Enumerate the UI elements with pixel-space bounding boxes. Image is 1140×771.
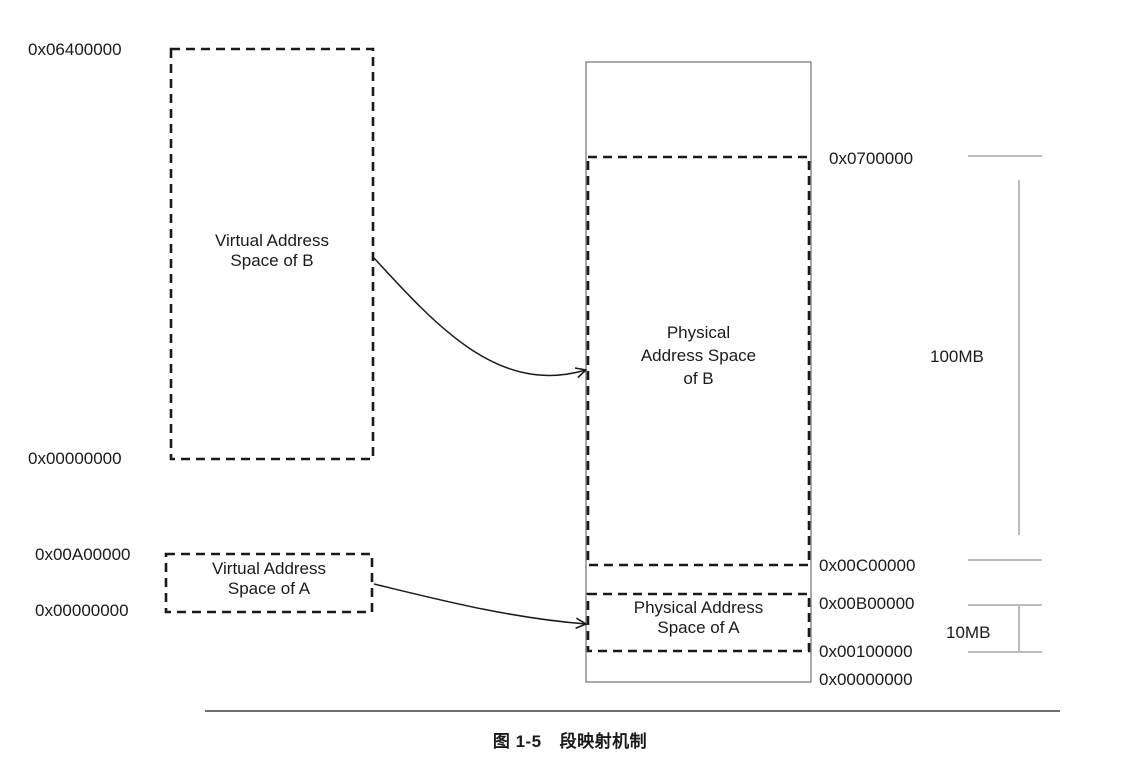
virtual-a-top-address: 0x00A00000 bbox=[35, 545, 131, 564]
virtual-space-a-label-line1: Virtual Address bbox=[211, 559, 327, 578]
physical-b-bottom-address: 0x00C00000 bbox=[819, 556, 916, 575]
size-label-a: 10MB bbox=[946, 623, 991, 642]
mapping-arrow-b bbox=[373, 257, 586, 375]
physical-a-top-address: 0x00B00000 bbox=[819, 594, 915, 613]
physical-memory-bottom-address: 0x00000000 bbox=[819, 670, 913, 689]
physical-b-top-address: 0x0700000 bbox=[829, 149, 914, 168]
physical-space-a-label-line2: Space of A bbox=[657, 618, 740, 637]
virtual-space-b-box bbox=[169, 47, 375, 461]
virtual-space-a-label: Virtual Address Space of A bbox=[166, 559, 372, 599]
physical-space-a-box bbox=[586, 592, 811, 653]
physical-space-a-label-line1: Physical Address bbox=[633, 598, 764, 617]
figure-caption: 图 1-5 段映射机制 bbox=[0, 727, 1140, 752]
physical-space-b-label-line1: Physical bbox=[666, 323, 731, 342]
virtual-space-b-label-line2: Space of B bbox=[230, 251, 314, 270]
virtual-space-a-box bbox=[164, 552, 374, 614]
virtual-b-bottom-address: 0x00000000 bbox=[28, 449, 122, 468]
virtual-space-b-label-line1: Virtual Address bbox=[214, 231, 330, 250]
physical-a-bottom-address: 0x00100000 bbox=[819, 642, 913, 661]
mapping-arrow-a bbox=[373, 583, 586, 624]
virtual-space-b-label: Virtual Address Space of B bbox=[171, 231, 373, 271]
physical-space-b-label: Physical Address Space of B bbox=[588, 321, 809, 390]
physical-space-b-label-line2: Address Space bbox=[640, 346, 757, 365]
virtual-space-a-label-line2: Space of A bbox=[227, 579, 311, 598]
physical-space-b-box bbox=[586, 155, 811, 567]
physical-space-a-label: Physical Address Space of A bbox=[588, 598, 809, 638]
figure-number: 图 1-5 bbox=[492, 732, 542, 751]
physical-space-b-label-line3: of B bbox=[683, 369, 714, 388]
size-label-b: 100MB bbox=[930, 347, 984, 366]
virtual-a-bottom-address: 0x00000000 bbox=[35, 601, 129, 620]
virtual-b-top-address: 0x06400000 bbox=[28, 40, 122, 59]
figure-title: 段映射机制 bbox=[559, 732, 648, 751]
